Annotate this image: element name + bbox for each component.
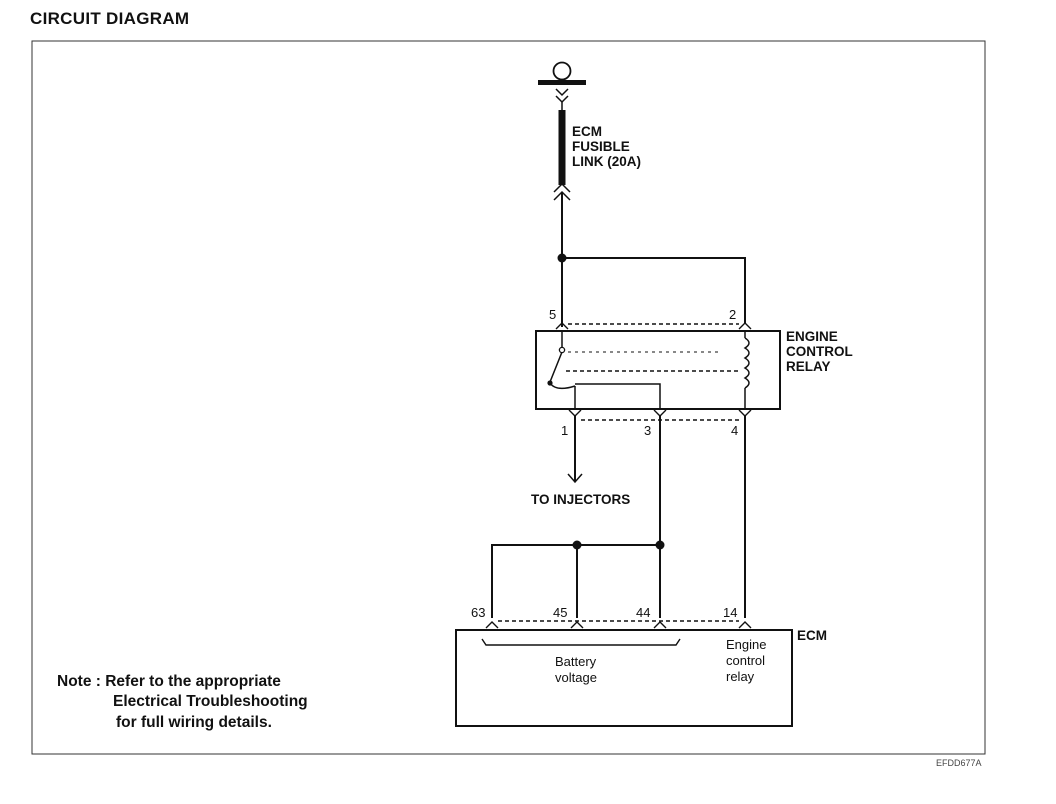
junction-dot bbox=[557, 253, 567, 263]
relay-pin-4: 4 bbox=[731, 423, 738, 438]
ecm-pin-14: 14 bbox=[723, 605, 737, 620]
relay-pin-5: 5 bbox=[549, 307, 556, 322]
ecm-relay-label-2: control bbox=[726, 653, 765, 668]
note-line-2: Electrical Troubleshooting bbox=[113, 693, 308, 710]
relay-label-2: CONTROL bbox=[786, 344, 853, 359]
fuse-label-2: FUSIBLE bbox=[572, 139, 630, 154]
engine-control-relay bbox=[535, 330, 781, 410]
note-line-1: Note : Refer to the appropriate bbox=[57, 673, 281, 690]
relay-pin-2: 2 bbox=[729, 307, 736, 322]
power-source-icon bbox=[538, 61, 586, 104]
ecm-pin-45: 45 bbox=[553, 605, 567, 620]
ecm-relay-label-1: Engine bbox=[726, 637, 766, 652]
junction-dot bbox=[572, 540, 582, 550]
relay-pin-3: 3 bbox=[644, 423, 651, 438]
injector-wire bbox=[567, 416, 583, 484]
feed-wires bbox=[561, 192, 746, 327]
note-line-3: for full wiring details. bbox=[116, 714, 272, 731]
fuse-label-3: LINK (20A) bbox=[572, 154, 641, 169]
relay-label-1: ENGINE bbox=[786, 329, 838, 344]
battery-wires bbox=[491, 416, 746, 618]
ecm-relay-label-3: relay bbox=[726, 669, 755, 684]
fusible-link bbox=[553, 102, 571, 201]
to-injectors-label: TO INJECTORS bbox=[531, 492, 630, 507]
battery-brace bbox=[481, 638, 681, 646]
ecm-pin-44: 44 bbox=[636, 605, 650, 620]
diagram-title: CIRCUIT DIAGRAM bbox=[30, 9, 190, 28]
relay-pivot-dot bbox=[547, 380, 553, 386]
fuse-label-1: ECM bbox=[572, 124, 602, 139]
ecm-pin-63: 63 bbox=[471, 605, 485, 620]
relay-contact-dot bbox=[558, 346, 566, 354]
junction-dot bbox=[655, 540, 665, 550]
battery-label-2: voltage bbox=[555, 670, 597, 685]
relay-connector-top bbox=[555, 322, 752, 330]
figure-code: EFDD677A bbox=[936, 758, 982, 768]
battery-label-1: Battery bbox=[555, 654, 597, 669]
ecm-label: ECM bbox=[797, 628, 827, 643]
diagram-frame bbox=[31, 40, 986, 755]
relay-internals bbox=[549, 331, 750, 409]
ecm-connector bbox=[485, 620, 752, 629]
relay-label-3: RELAY bbox=[786, 359, 831, 374]
ecm-box bbox=[455, 629, 793, 727]
relay-pin-1: 1 bbox=[561, 423, 568, 438]
